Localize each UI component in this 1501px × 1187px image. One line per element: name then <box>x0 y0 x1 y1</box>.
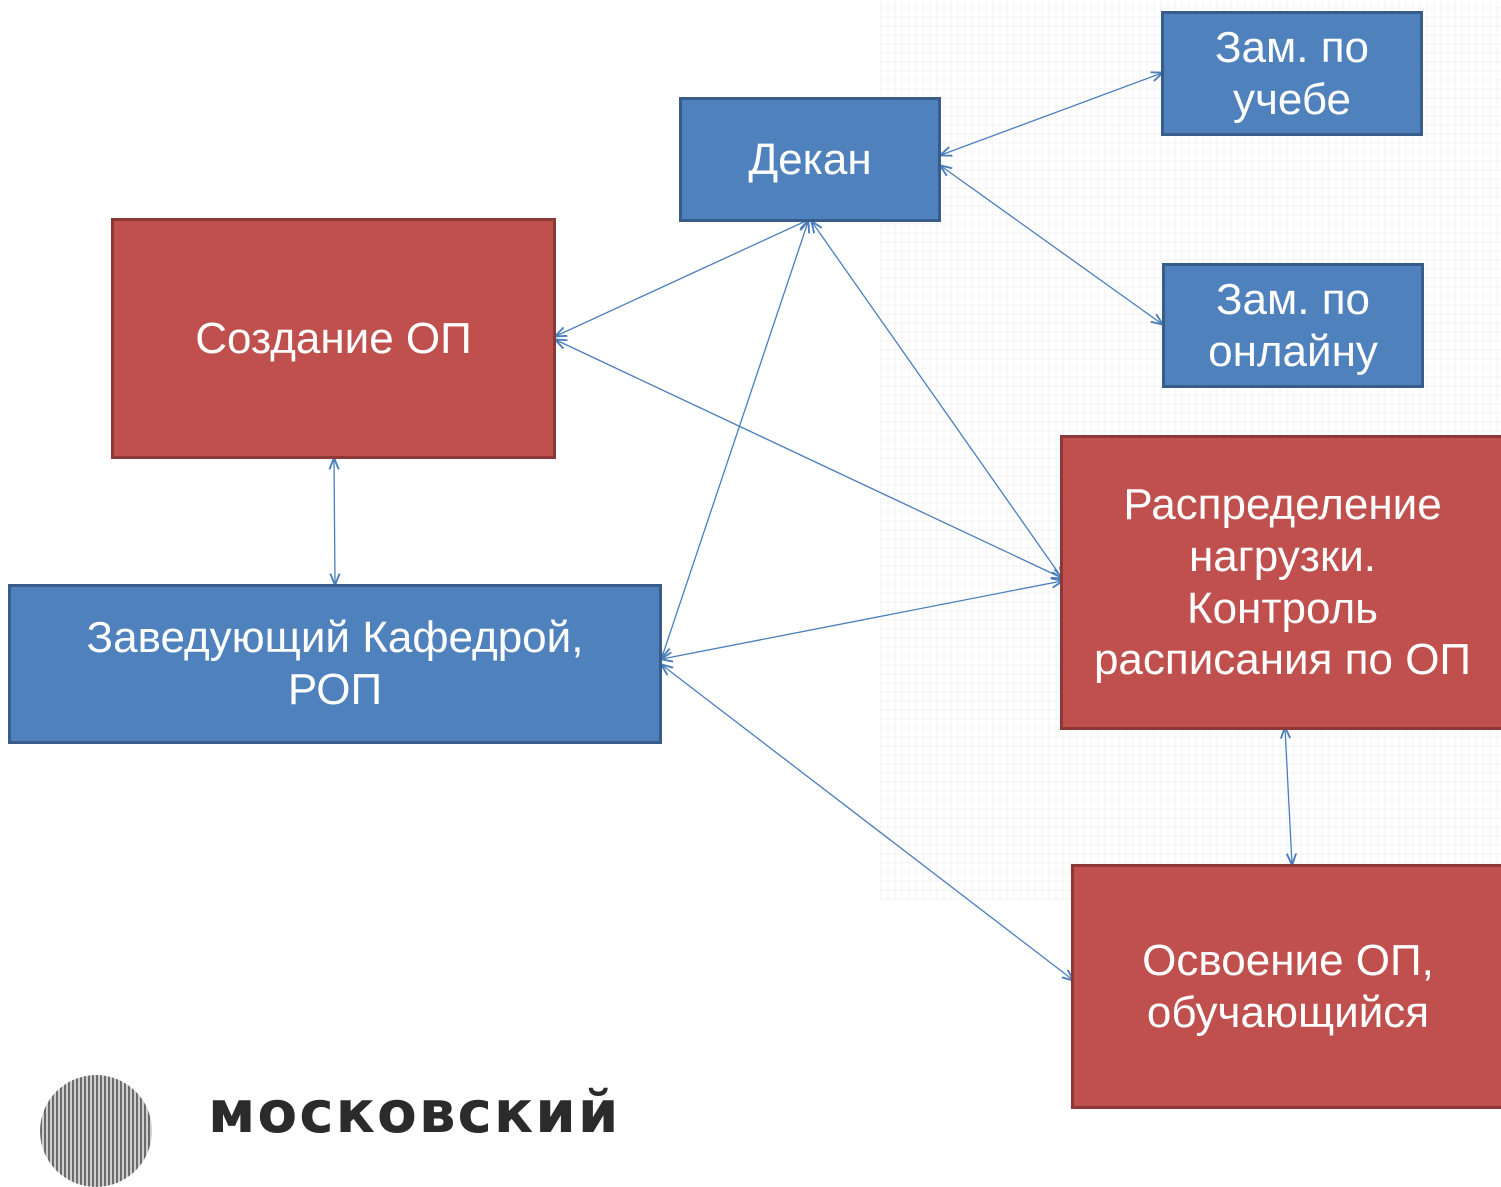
university-logo-text: московский <box>208 1078 621 1146</box>
node-zaveduyushchiy: Заведующий Кафедрой, РОП <box>8 584 662 744</box>
connector-layer <box>0 0 1501 1103</box>
node-zam-ucheba-label: Зам. по учебе <box>1214 22 1370 124</box>
node-dekan-label: Декан <box>748 134 872 184</box>
node-raspredelenie: Распределение нагрузки. Контроль расписа… <box>1060 435 1501 730</box>
node-zam-online: Зам. по онлайну <box>1162 263 1424 388</box>
link-sozdanie-zaveduyushchiy <box>334 459 335 584</box>
node-raspredelenie-label: Распределение нагрузки. Контроль расписа… <box>1093 479 1472 685</box>
node-sozdanie-op-label: Создание ОП <box>195 313 472 363</box>
link-dekan-zaveduyushchiy <box>662 222 808 657</box>
node-sozdanie-op: Создание ОП <box>111 218 556 459</box>
link-zaveduyushchiy-osvoenie <box>662 665 1073 980</box>
link-zaveduyushchiy-raspredelenie <box>662 581 1062 659</box>
link-sozdanie-raspredelenie <box>556 340 1062 578</box>
node-zam-ucheba: Зам. по учебе <box>1161 11 1423 136</box>
link-dekan-zam-ucheba <box>941 73 1162 155</box>
link-raspredelenie-osvoenie <box>1285 728 1292 864</box>
node-osvoenie: Освоение ОП, обучающийся <box>1071 864 1501 1109</box>
node-dekan: Декан <box>679 97 941 222</box>
link-dekan-sozdanie <box>556 220 808 336</box>
node-zaveduyushchiy-label: Заведующий Кафедрой, РОП <box>86 613 584 714</box>
link-dekan-zam-online <box>941 166 1162 324</box>
university-logo-icon <box>40 1075 152 1187</box>
node-osvoenie-label: Освоение ОП, обучающийся <box>1142 935 1434 1037</box>
node-zam-online-label: Зам. по онлайну <box>1208 274 1378 376</box>
link-dekan-raspredelenie <box>812 222 1062 578</box>
